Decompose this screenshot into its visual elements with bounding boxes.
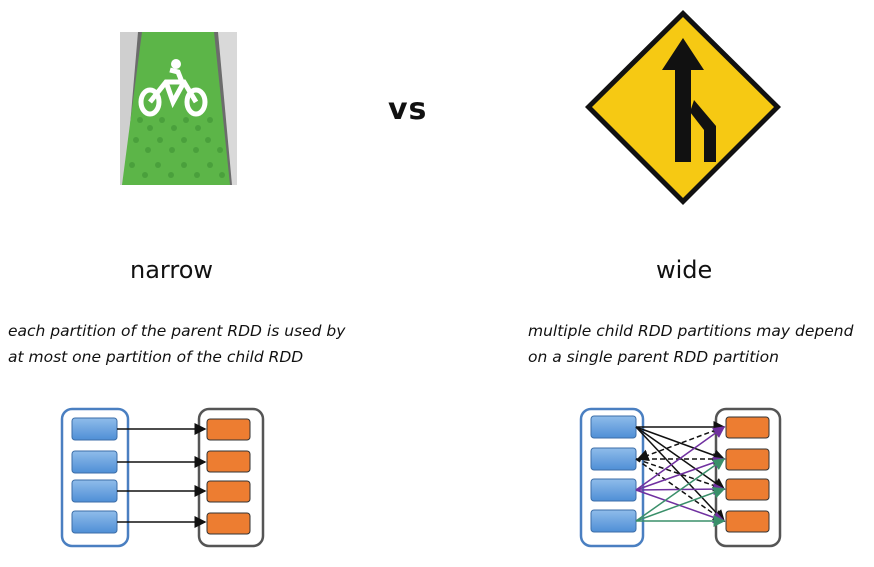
narrow-description: each partition of the parent RDD is used… xyxy=(8,318,345,370)
child-partition xyxy=(206,512,251,535)
child-partition xyxy=(206,480,251,503)
dependency-arrow xyxy=(635,486,726,522)
wide-description-line: on a single parent RDD partition xyxy=(528,348,779,366)
narrow-arrows xyxy=(117,423,207,528)
child-partition xyxy=(725,448,770,471)
parent-partition xyxy=(590,509,637,533)
bike-lane-image xyxy=(120,32,237,185)
parent-partition xyxy=(590,447,637,471)
wide-arrows-green xyxy=(635,458,726,527)
narrow-description-line: each partition of the parent RDD is used… xyxy=(8,322,346,340)
wide-arrows-purple xyxy=(635,426,726,524)
dependency-arrow xyxy=(636,426,725,461)
child-rdd-box xyxy=(197,407,265,548)
dependency-arrow xyxy=(635,456,726,491)
narrow-diagram xyxy=(60,407,265,548)
parent-partition xyxy=(590,478,637,502)
parent-partition xyxy=(71,450,118,474)
dependency-arrow xyxy=(635,426,726,462)
child-partitions xyxy=(206,418,251,535)
wide-description: multiple child RDD partitions may depend… xyxy=(528,318,853,370)
parent-partition xyxy=(71,510,118,534)
child-partitions xyxy=(725,416,770,533)
child-partition xyxy=(725,416,770,439)
dependency-arrow xyxy=(635,458,726,522)
child-partition xyxy=(725,510,770,533)
child-partition xyxy=(206,418,251,441)
parent-partition xyxy=(590,415,637,439)
wide-title: wide xyxy=(656,256,713,284)
parent-partition xyxy=(71,417,118,441)
wide-description-line: multiple child RDD partitions may depend xyxy=(528,322,854,340)
wide-diagram xyxy=(579,407,782,548)
child-partition xyxy=(206,450,251,473)
vs-separator: vs xyxy=(388,92,428,127)
merge-road-sign xyxy=(585,10,781,205)
narrow-description-line: at most one partition of the child RDD xyxy=(8,348,304,366)
parent-partition xyxy=(71,479,118,503)
narrow-title: narrow xyxy=(130,256,214,284)
dependency-arrow xyxy=(635,458,726,522)
child-partition xyxy=(725,478,770,501)
dependency-arrow xyxy=(635,426,726,491)
